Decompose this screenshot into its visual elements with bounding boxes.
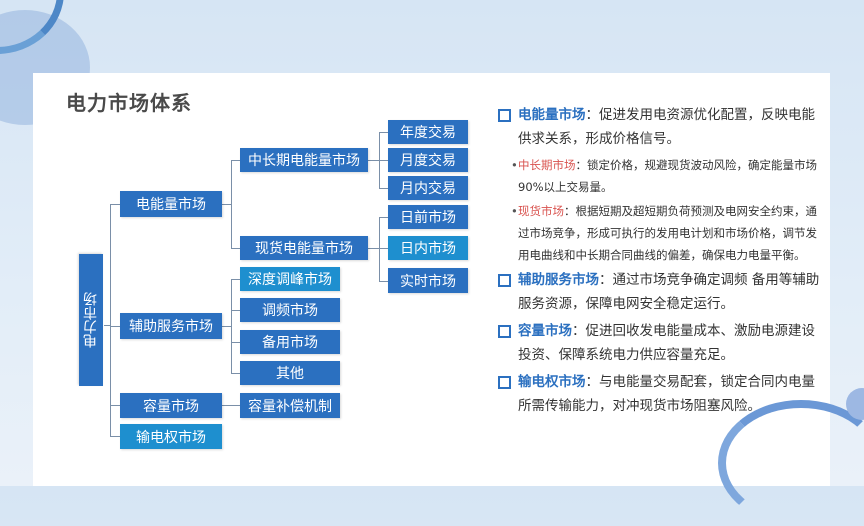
tree-node-realtime: 实时市场 xyxy=(388,268,468,293)
bullet-ancillary-market: 辅助服务市场：通过市场竞争确定调频 备用等辅助服务资源，保障电网安全稳定运行。 xyxy=(498,268,828,316)
dot-bullet-icon: • xyxy=(511,204,518,218)
sub-bullet-midlong: • 中长期市场：锁定价格，规避现货波动风险，确定能量市场90%以上交易量。 xyxy=(498,154,828,198)
tree-node-monthly-trade: 月度交易 xyxy=(388,148,468,172)
decorative-ring xyxy=(718,400,864,526)
tree-node-capacity-compensation: 容量补偿机制 xyxy=(240,393,340,418)
square-bullet-icon xyxy=(498,274,511,287)
tree-node-reserve: 备用市场 xyxy=(240,330,340,354)
bullet-energy-market: 电能量市场：促进发用电资源优化配置，反映电能供求关系，形成价格信号。 xyxy=(498,103,828,151)
tree-node-midlong-energy: 中长期电能量市场 xyxy=(240,148,368,172)
bullet-capacity-market: 容量市场：促进回收发电能量成本、激励电源建设投资、保障系统电力供应容量充足。 xyxy=(498,319,828,367)
bullet-transmission-rights-market: 输电权市场：与电能量交易配套，锁定合同内电量所需传输能力，对冲现货市场阻塞风险。 xyxy=(498,370,828,418)
page-title: 电力市场体系 xyxy=(66,91,192,115)
tree-node-energy-market: 电能量市场 xyxy=(120,191,222,217)
tree-node-day-ahead: 日前市场 xyxy=(388,205,468,229)
dot-bullet-icon: • xyxy=(511,158,518,172)
tree-node-annual-trade: 年度交易 xyxy=(388,120,468,144)
sub-bullet-spot: • 现货市场：根据短期及超短期负荷预测及电网安全约束，通过市场竞争，形成可执行的… xyxy=(498,200,828,266)
decorative-dot xyxy=(846,388,864,420)
description-list: 电能量市场：促进发用电资源优化配置，反映电能供求关系，形成价格信号。 • 中长期… xyxy=(498,103,828,421)
tree-node-root: 电力市场 xyxy=(79,254,103,386)
tree-node-other: 其他 xyxy=(240,361,340,385)
tree-node-ancillary-market: 辅助服务市场 xyxy=(120,313,222,339)
tree-node-frequency-regulation: 调频市场 xyxy=(240,298,340,322)
square-bullet-icon xyxy=(498,376,511,389)
tree-node-transmission-rights-market: 输电权市场 xyxy=(120,424,222,449)
tree-node-spot-energy: 现货电能量市场 xyxy=(240,236,368,260)
square-bullet-icon xyxy=(498,325,511,338)
square-bullet-icon xyxy=(498,109,511,122)
tree-node-intramonth-trade: 月内交易 xyxy=(388,176,468,200)
tree-node-deep-peak-shaving: 深度调峰市场 xyxy=(240,267,340,291)
tree-node-intraday: 日内市场 xyxy=(388,236,468,260)
tree-node-capacity-market: 容量市场 xyxy=(120,393,222,418)
